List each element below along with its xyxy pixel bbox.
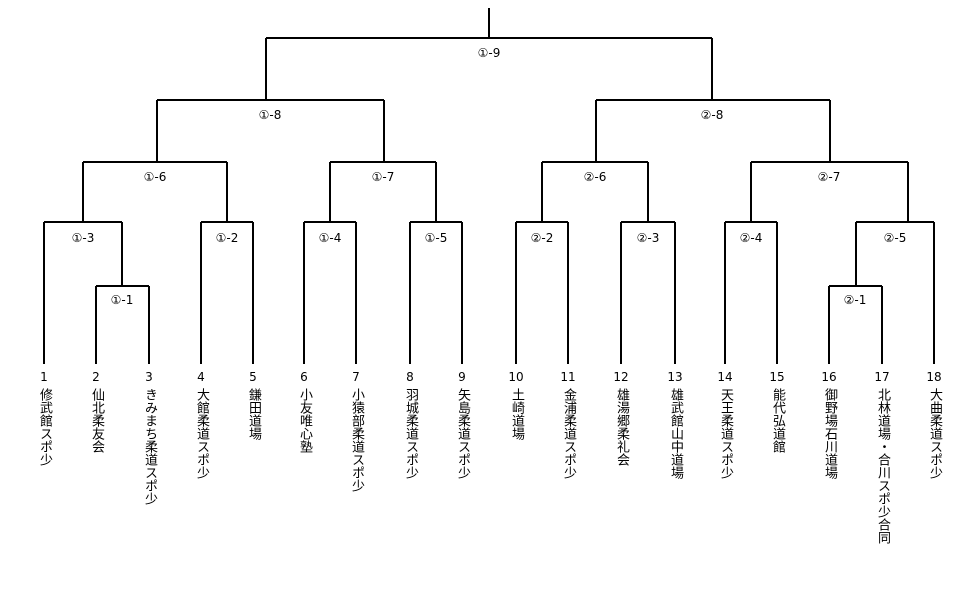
team-number: 6 xyxy=(300,370,308,384)
match-label-2-1: ②-1 xyxy=(841,293,869,307)
team-name: きみまち柔道スポ少 xyxy=(142,388,157,505)
team-number: 16 xyxy=(821,370,837,384)
team-name: 雄湯郷柔礼会 xyxy=(614,388,629,466)
team-name: 御野場石川道場 xyxy=(822,388,837,479)
match-label-2-2: ②-2 xyxy=(528,231,556,245)
match-label-2-3: ②-3 xyxy=(634,231,662,245)
match-label-2-6: ②-6 xyxy=(581,170,609,184)
team-number: 2 xyxy=(92,370,100,384)
team-number: 11 xyxy=(560,370,576,384)
team-entry: 11 金浦柔道スポ少 xyxy=(560,370,576,479)
team-number: 9 xyxy=(458,370,466,384)
match-label-1-5: ①-5 xyxy=(422,231,450,245)
match-label-1-1: ①-1 xyxy=(108,293,136,307)
team-entry: 6 小友唯心塾 xyxy=(296,370,312,453)
team-entry: 8 羽城柔道スポ少 xyxy=(402,370,418,479)
team-name: 羽城柔道スポ少 xyxy=(403,388,418,479)
team-number: 7 xyxy=(352,370,360,384)
team-name: 小猿部柔道スポ少 xyxy=(349,388,364,492)
match-label-1-8: ①-8 xyxy=(256,108,284,122)
team-name: 大館柔道スポ少 xyxy=(194,388,209,479)
team-entry: 10 土崎道場 xyxy=(508,370,524,440)
team-name: 小友唯心塾 xyxy=(297,388,312,453)
team-number: 10 xyxy=(508,370,524,384)
team-name: 鎌田道場 xyxy=(246,388,261,440)
team-name: 大曲柔道スポ少 xyxy=(927,388,942,479)
team-entry: 17 北林道場・合川スポ少合同 xyxy=(874,370,890,544)
team-entry: 2 仙北柔友会 xyxy=(88,370,104,453)
team-name: 矢島柔道スポ少 xyxy=(455,388,470,479)
team-name: 雄武館山中道場 xyxy=(668,388,683,479)
match-label-2-5: ②-5 xyxy=(881,231,909,245)
team-entry: 5 鎌田道場 xyxy=(245,370,261,440)
team-number: 17 xyxy=(874,370,890,384)
match-label-1-4: ①-4 xyxy=(316,231,344,245)
team-entry: 18 大曲柔道スポ少 xyxy=(926,370,942,479)
match-label-1-7: ①-7 xyxy=(369,170,397,184)
team-number: 5 xyxy=(249,370,257,384)
team-entry: 9 矢島柔道スポ少 xyxy=(454,370,470,479)
team-name: 天王柔道スポ少 xyxy=(718,388,733,479)
team-entry: 4 大館柔道スポ少 xyxy=(193,370,209,479)
match-label-1-2: ①-2 xyxy=(213,231,241,245)
team-name: 北林道場・合川スポ少合同 xyxy=(875,388,890,544)
team-entry: 1 修武館スポ少 xyxy=(36,370,52,466)
match-label-1-6: ①-6 xyxy=(141,170,169,184)
team-number: 1 xyxy=(40,370,48,384)
team-entry: 16 御野場石川道場 xyxy=(821,370,837,479)
team-entry: 7 小猿部柔道スポ少 xyxy=(348,370,364,492)
team-name: 修武館スポ少 xyxy=(37,388,52,466)
team-number: 18 xyxy=(926,370,942,384)
team-name: 土崎道場 xyxy=(509,388,524,440)
team-entry: 13 雄武館山中道場 xyxy=(667,370,683,479)
team-entry: 15 能代弘道館 xyxy=(769,370,785,453)
team-entry: 12 雄湯郷柔礼会 xyxy=(613,370,629,466)
match-label-1-9: ①-9 xyxy=(475,46,503,60)
team-number: 12 xyxy=(613,370,629,384)
team-name: 金浦柔道スポ少 xyxy=(561,388,576,479)
team-name: 能代弘道館 xyxy=(770,388,785,453)
team-number: 4 xyxy=(197,370,205,384)
match-label-1-3: ①-3 xyxy=(69,231,97,245)
team-number: 3 xyxy=(145,370,153,384)
team-number: 15 xyxy=(769,370,785,384)
match-label-2-4: ②-4 xyxy=(737,231,765,245)
team-number: 14 xyxy=(717,370,733,384)
team-number: 13 xyxy=(667,370,683,384)
match-label-2-8: ②-8 xyxy=(698,108,726,122)
team-entry: 3 きみまち柔道スポ少 xyxy=(141,370,157,505)
match-label-2-7: ②-7 xyxy=(815,170,843,184)
team-entry: 14 天王柔道スポ少 xyxy=(717,370,733,479)
team-name: 仙北柔友会 xyxy=(89,388,104,453)
team-number: 8 xyxy=(406,370,414,384)
